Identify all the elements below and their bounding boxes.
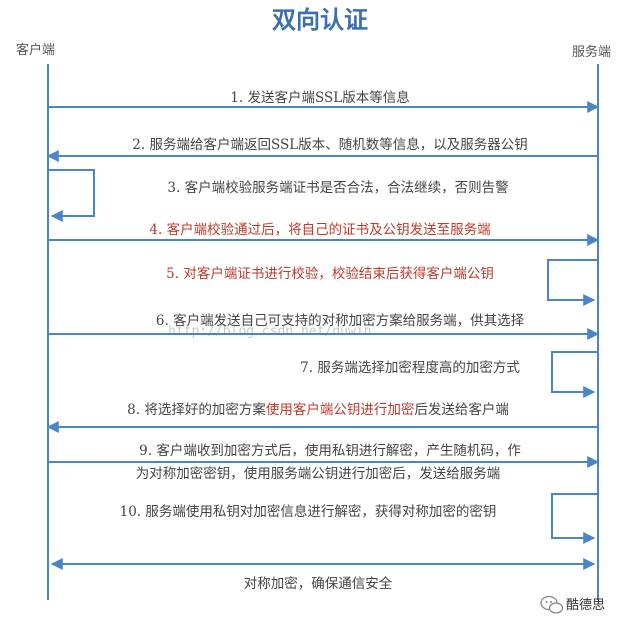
step-4-text: 4. 客户端校验通过后，将自己的证书及公钥发送至服务端 [149,221,490,238]
server-label: 服务端 [572,44,611,60]
step-text-run: 4. 客户端校验通过后，将自己的证书及公钥发送至服务端 [149,221,490,238]
step-text-run: 2. 服务端给客户端返回SSL版本、随机数等信息，以及服务器公钥 [132,136,527,153]
step-7-self-arrow [551,351,598,398]
client-label: 客户端 [16,42,55,58]
step-text-run: 8. 将选择好的加密方案 [127,401,266,418]
step-text-run: 对称加密，确保通信安全 [244,575,393,592]
step-9-text-line-1: 9. 客户端收到加密方式后，使用私钥进行解密，产生随机码，作 [139,442,521,459]
step-text-run: 使用客户端公钥进行加密 [266,401,415,418]
step-text-run: 9. 客户端收到加密方式后，使用私钥进行解密，产生随机码，作 [139,442,521,459]
step-text-run: 10. 服务端使用私钥对加密信息进行解密，获得对称加密的密钥 [120,503,497,520]
step-8-text: 8. 将选择好的加密方案使用客户端公钥进行加密后发送给客户端 [127,401,509,418]
step-3-text: 3. 客户端校验服务端证书是否合法，合法继续，否则告警 [167,179,508,196]
step-text-run: 为对称加密密钥，使用服务端公钥进行加密后，发送给服务端 [136,465,501,482]
step-10-self-arrow [551,493,598,544]
step-text-run: 5. 对客户端证书进行校验，校验结束后获得客户端公钥 [166,265,494,282]
step-6-text: 6. 客户端发送自己可支持的对称加密方案给服务端，供其选择 [156,312,525,329]
step-10-text: 10. 服务端使用私钥对加密信息进行解密，获得对称加密的密钥 [120,503,497,520]
diagram-title: 双向认证 [272,5,368,34]
step-1-text: 1. 发送客户端SSL版本等信息 [230,89,409,106]
brand-name: 酷德思 [566,598,605,613]
step-2-text: 2. 服务端给客户端返回SSL版本、随机数等信息，以及服务器公钥 [132,136,527,153]
secure-channel-text: 对称加密，确保通信安全 [244,575,393,592]
step-7-text: 7. 服务端选择加密程度高的加密方式 [300,359,520,376]
step-text-run: 后发送给客户端 [414,401,509,418]
step-5-text: 5. 对客户端证书进行校验，校验结束后获得客户端公钥 [166,265,494,282]
wechat-brand: 酷德思 [540,595,605,614]
wechat-icon [540,595,564,614]
step-text-run: 3. 客户端校验服务端证书是否合法，合法继续，否则告警 [167,179,508,196]
step-5-self-arrow [547,259,598,306]
step-text-run: 1. 发送客户端SSL版本等信息 [230,89,409,106]
step-9-text-line-2: 为对称加密密钥，使用服务端公钥进行加密后，发送给服务端 [136,465,501,482]
step-3-self-arrow [48,169,95,222]
step-text-run: 6. 客户端发送自己可支持的对称加密方案给服务端，供其选择 [156,312,525,329]
step-text-run: 7. 服务端选择加密程度高的加密方式 [300,359,520,376]
watermark-text: http://blog.csdn.net/duwin [168,324,372,339]
